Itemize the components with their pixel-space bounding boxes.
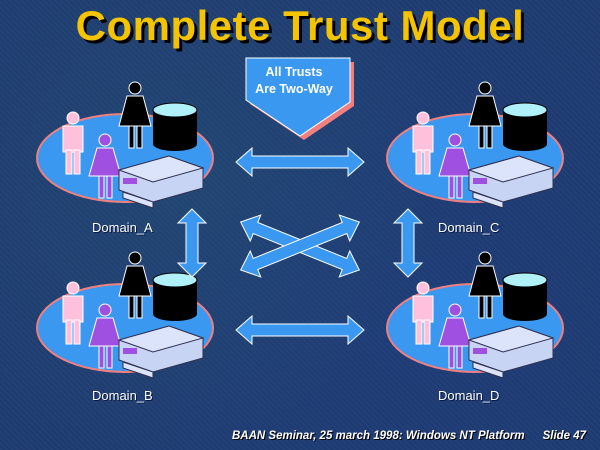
callout-box — [245, 57, 351, 137]
arrow-a-c — [235, 147, 365, 177]
domain-c-icon — [386, 81, 564, 209]
slide-footer: BAAN Seminar, 25 march 1998: Windows NT … — [232, 430, 586, 442]
slide-number: Slide 47 — [542, 430, 587, 442]
arrow-b-d — [235, 315, 365, 345]
callout-text: All Trusts Are Two-Way — [255, 65, 333, 96]
domain-a-label: Domain_A — [92, 220, 153, 235]
slide-title: Complete Trust Model — [75, 2, 525, 49]
domain-c-label: Domain_C — [438, 220, 500, 235]
domain-b-label: Domain_B — [92, 388, 153, 403]
arrow-a-b — [177, 208, 207, 278]
domain-a-icon — [36, 81, 214, 209]
domain-d-label: Domain_D — [438, 388, 500, 403]
footer-text: BAAN Seminar, 25 march 1998: Windows NT … — [232, 430, 525, 442]
arrow-c-d — [393, 208, 423, 278]
